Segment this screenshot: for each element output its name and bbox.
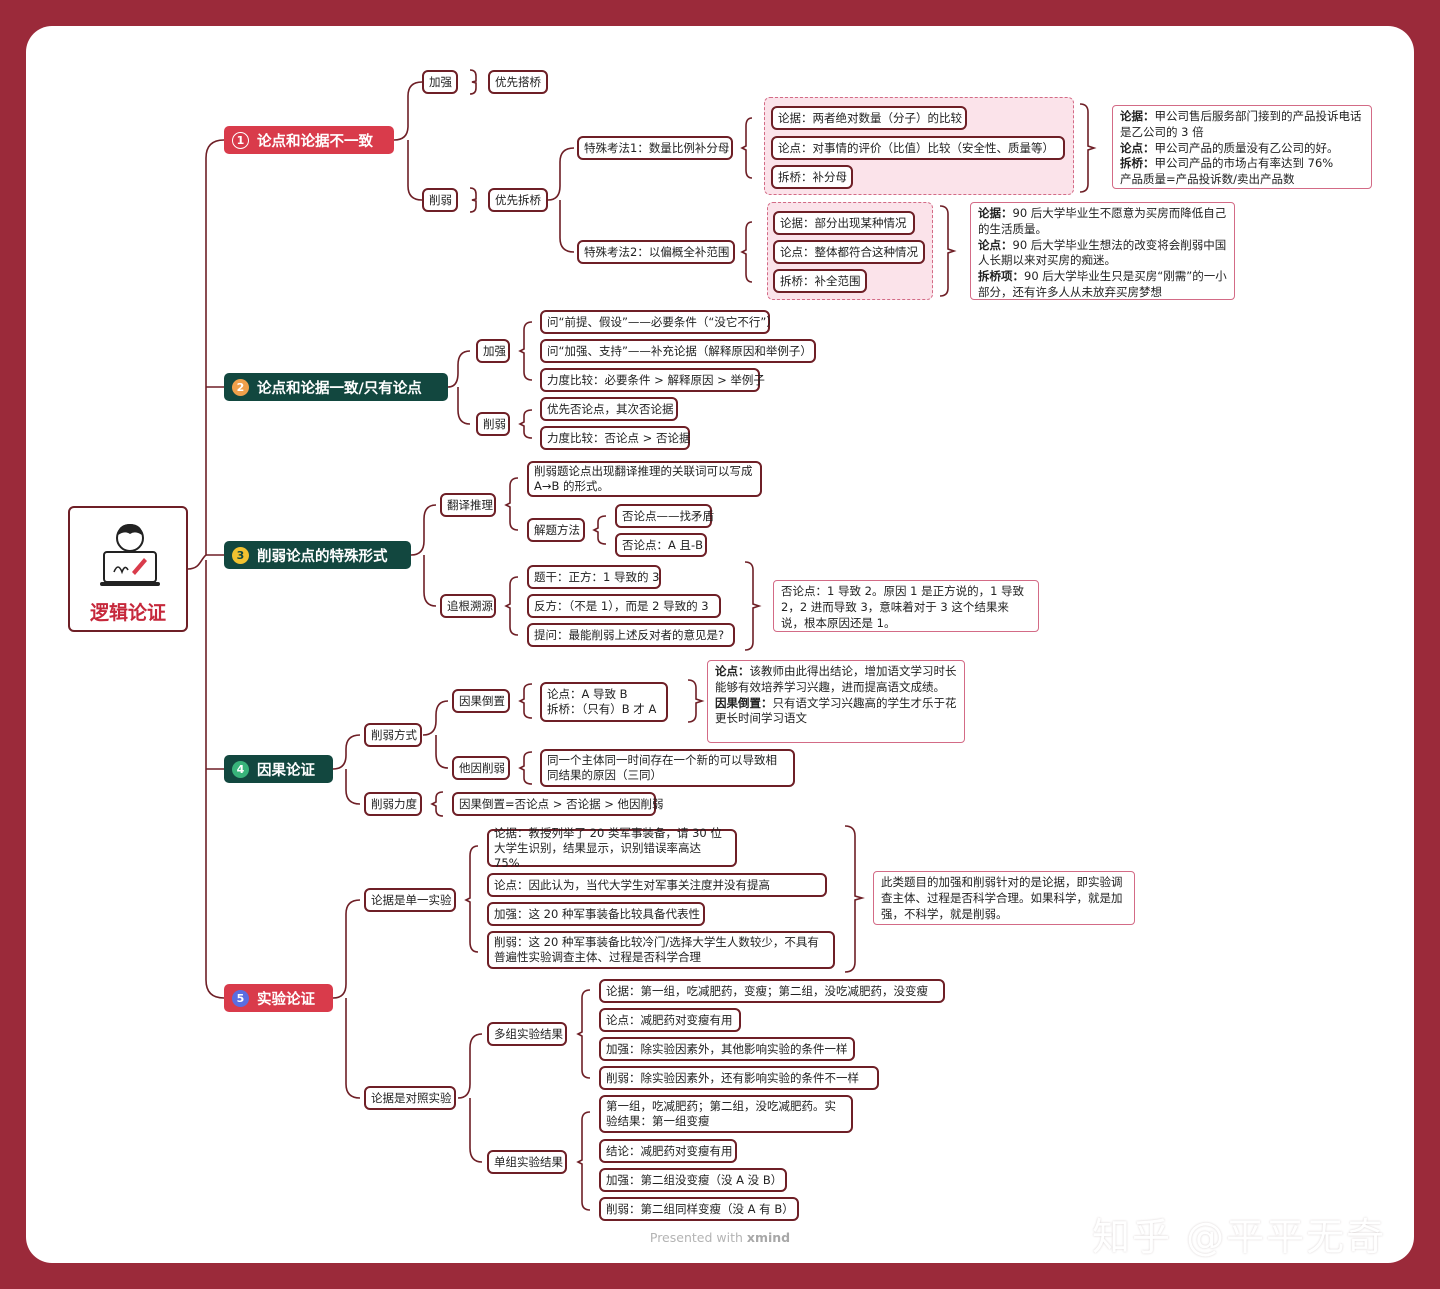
b3-method[interactable]: 解题方法 [527, 518, 585, 542]
note-value: 此类题目的加强和削弱针对的是论据，即实验调查主体、过程是否科学合理。如果科学，就… [881, 875, 1123, 921]
b5-single-item[interactable]: 论点：因此认为，当代大学生对军事关注度并没有提高 [487, 873, 827, 897]
b4-strength[interactable]: 削弱力度 [364, 792, 422, 816]
b3-method-item[interactable]: 否论点：A 且-B [615, 533, 707, 557]
b4-reverse-line: 论点：A 导致 B [547, 687, 628, 701]
b1-method1-item[interactable]: 拆桥：补分母 [771, 165, 853, 189]
b2-strengthen[interactable]: 加强 [476, 339, 510, 363]
b5-multi-item[interactable]: 论点：减肥药对变瘦有用 [599, 1008, 741, 1032]
note-key: 论点： [715, 664, 750, 678]
number-badge: 3 [232, 546, 249, 564]
note-value: 甲公司售后服务部门接到的产品投诉电话是乙公司的 3 倍 [1120, 109, 1362, 139]
b2-weaken-item[interactable]: 力度比较：否论点 > 否论据 [540, 426, 690, 450]
xmind-brand: xmind [746, 1230, 791, 1245]
b1-method2-item[interactable]: 拆桥：补全范围 [773, 269, 867, 293]
b2-strengthen-item[interactable]: 问“加强、支持”——补充论据（解释原因和举例子） [540, 339, 816, 363]
branch-4-title[interactable]: 4 因果论证 [224, 755, 333, 783]
note-key: 拆桥项： [978, 269, 1024, 284]
b5-single-item[interactable]: 削弱：这 20 种军事装备比较冷门/选择大学生人数较少，不具有普遍性实验调查主体… [487, 931, 835, 969]
note-value: 否论点：1 导致 2。原因 1 是正方说的，1 导致 2，2 进而导致 3，意味… [781, 584, 1025, 630]
b1-method1-note: 论据：甲公司售后服务部门接到的产品投诉电话是乙公司的 3 倍 论点：甲公司产品的… [1112, 105, 1372, 189]
b3-method-item[interactable]: 否论点——找矛盾 [615, 504, 714, 528]
branch-2-label: 论点和论据一致/只有论点 [257, 380, 422, 397]
root-title: 逻辑论证 [89, 602, 166, 624]
b1-method2[interactable]: 特殊考法2：以偏概全补范围 [577, 240, 735, 264]
b2-weaken[interactable]: 削弱 [476, 412, 510, 436]
b1-method1-item[interactable]: 论据：两者绝对数量（分子）的比较 [771, 106, 967, 130]
b4-reverse-item[interactable]: 论点：A 导致 B 拆桥：（只有）B 才 A [540, 682, 668, 722]
note-value: 90 后大学毕业生只是买房“刚需”的一小部分，还有许多人从未放弃买房梦想 [978, 269, 1227, 299]
b1-method2-item[interactable]: 论据：部分出现某种情况 [773, 211, 915, 235]
presented-with-label: Presented with xmind [0, 1230, 1440, 1245]
presented-text: Presented with [649, 1230, 743, 1245]
b5-control[interactable]: 论据是对照实验 [364, 1086, 456, 1110]
number-badge: 2 [232, 378, 249, 396]
b5-single-item[interactable]: 论据：教授列举了 20 类军事装备，请 30 位大学生识别，结果显示，识别错误率… [487, 826, 737, 870]
note-key: 论点： [1120, 140, 1155, 155]
b5-multi-group[interactable]: 多组实验结果 [487, 1022, 567, 1046]
b3-trace-item[interactable]: 反方：（不是 1），而是 2 导致的 3 [527, 594, 721, 618]
b4-reverse[interactable]: 因果倒置 [452, 689, 510, 713]
b3-trace-item[interactable]: 题干：正方：1 导致的 3 [527, 565, 661, 589]
b4-other-item[interactable]: 同一个主体同一时间存在一个新的可以导致相同结果的原因（三同） [540, 749, 795, 787]
root-node: 逻辑论证 [68, 506, 188, 632]
branch-5-label: 实验论证 [257, 991, 315, 1008]
b1-weaken-item[interactable]: 优先拆桥 [488, 188, 548, 212]
b1-strengthen[interactable]: 加强 [422, 70, 458, 94]
note-value: 甲公司产品的质量没有乙公司的好。 [1154, 140, 1339, 155]
b5-single-group[interactable]: 单组实验结果 [487, 1150, 567, 1174]
note-key: 论据： [1120, 109, 1155, 123]
b1-strengthen-item[interactable]: 优先搭桥 [488, 70, 548, 94]
note-value: 产品质量=产品投诉数/卖出产品数 [1120, 172, 1295, 187]
b5-single-note: 此类题目的加强和削弱针对的是论据，即实验调查主体、过程是否科学合理。如果科学，就… [873, 871, 1135, 925]
note-value: 该教师由此得出结论，增加语文学习时长能够有效培养学习兴趣，进而提高语文成绩。 [715, 664, 957, 694]
b3-translate[interactable]: 翻译推理 [440, 493, 496, 517]
number-badge: 5 [232, 989, 249, 1007]
b5-single-group-item[interactable]: 削弱：第二组同样变瘦（没 A 有 B） [599, 1197, 799, 1221]
note-key: 因果倒置： [715, 695, 773, 710]
b5-single-group-item[interactable]: 结论：减肥药对变瘦有用 [599, 1139, 737, 1163]
b5-single-group-item[interactable]: 加强：第二组没变瘦（没 A 没 B） [599, 1168, 787, 1192]
number-badge: 1 [232, 131, 249, 149]
b5-multi-item[interactable]: 论据：第一组，吃减肥药，变瘦；第二组，没吃减肥药，没变瘦 [599, 979, 945, 1003]
note-value: 90 后大学毕业生想法的改变将会削弱中国人长期以来对买房的痴迷。 [978, 237, 1227, 268]
b1-method2-note: 论据：90 后大学毕业生不愿意为买房而降低自己的生活质量。 论点：90 后大学毕… [970, 202, 1235, 300]
b3-trace[interactable]: 追根溯源 [440, 594, 496, 618]
note-key: 论据： [978, 206, 1013, 220]
note-key: 论点： [978, 237, 1013, 252]
branch-3-label: 削弱论点的特殊形式 [257, 548, 388, 565]
b4-reverse-note: 论点：该教师由此得出结论，增加语文学习时长能够有效培养学习兴趣，进而提高语文成绩… [707, 660, 965, 743]
branch-3-title[interactable]: 3 削弱论点的特殊形式 [224, 541, 411, 569]
branch-1-label: 论点和论据不一致 [257, 133, 373, 150]
branch-5-title[interactable]: 5 实验论证 [224, 984, 333, 1012]
student-laptop-icon [100, 524, 160, 586]
b5-single[interactable]: 论据是单一实验 [364, 888, 456, 912]
b2-strengthen-item[interactable]: 力度比较：必要条件 > 解释原因 > 举例子 [540, 368, 765, 392]
branch-4-label: 因果论证 [257, 762, 315, 779]
b1-method1[interactable]: 特殊考法1：数量比例补分母 [577, 136, 733, 160]
b1-method1-item[interactable]: 论点：对事情的评价（比值）比较（安全性、质量等） [771, 136, 1065, 160]
b2-weaken-item[interactable]: 优先否论点，其次否论据 [540, 397, 678, 421]
b5-multi-item[interactable]: 加强：除实验因素外，其他影响实验的条件一样 [599, 1037, 855, 1061]
note-value: 只有语文学习兴趣高的学生才乐于花更长时间学习语文 [715, 695, 957, 726]
b1-weaken[interactable]: 削弱 [422, 188, 458, 212]
b3-trace-item[interactable]: 提问：最能削弱上述反对者的意见是? [527, 623, 735, 647]
b1-method2-item[interactable]: 论点：整体都符合这种情况 [773, 240, 925, 264]
note-value: 90 后大学毕业生不愿意为买房而降低自己的生活质量。 [978, 206, 1227, 236]
note-value: 甲公司产品的市场占有率达到 76% [1154, 156, 1334, 171]
number-badge: 4 [232, 760, 249, 778]
b5-single-group-item[interactable]: 第一组，吃减肥药；第二组，没吃减肥药。实验结果：第一组变瘦 [599, 1095, 853, 1133]
b4-reverse-line: 拆桥：（只有）B 才 A [547, 702, 657, 716]
b2-strengthen-item[interactable]: 问“前提、假设”——必要条件（“没它不行”） [540, 310, 778, 334]
zhihu-watermark: 知乎 @平平无奇 [1092, 1215, 1387, 1259]
note-key: 拆桥： [1120, 156, 1155, 171]
b5-multi-item[interactable]: 削弱：除实验因素外，还有影响实验的条件不一样 [599, 1066, 879, 1090]
branch-2-title[interactable]: 2 论点和论据一致/只有论点 [224, 373, 448, 401]
b5-single-item[interactable]: 加强：这 20 种军事装备比较具备代表性 [487, 902, 705, 926]
b3-translate-note[interactable]: 削弱题论点出现翻译推理的关联词可以写成 A→B 的形式。 [527, 461, 762, 497]
b3-trace-note: 否论点：1 导致 2。原因 1 是正方说的，1 导致 2，2 进而导致 3，意味… [773, 580, 1039, 632]
b4-other[interactable]: 他因削弱 [452, 756, 510, 780]
b4-way[interactable]: 削弱方式 [364, 723, 422, 747]
b4-strength-item[interactable]: 因果倒置=否论点 > 否论据 > 他因削弱 [452, 792, 664, 816]
branch-1-title[interactable]: 1 论点和论据不一致 [224, 126, 394, 154]
